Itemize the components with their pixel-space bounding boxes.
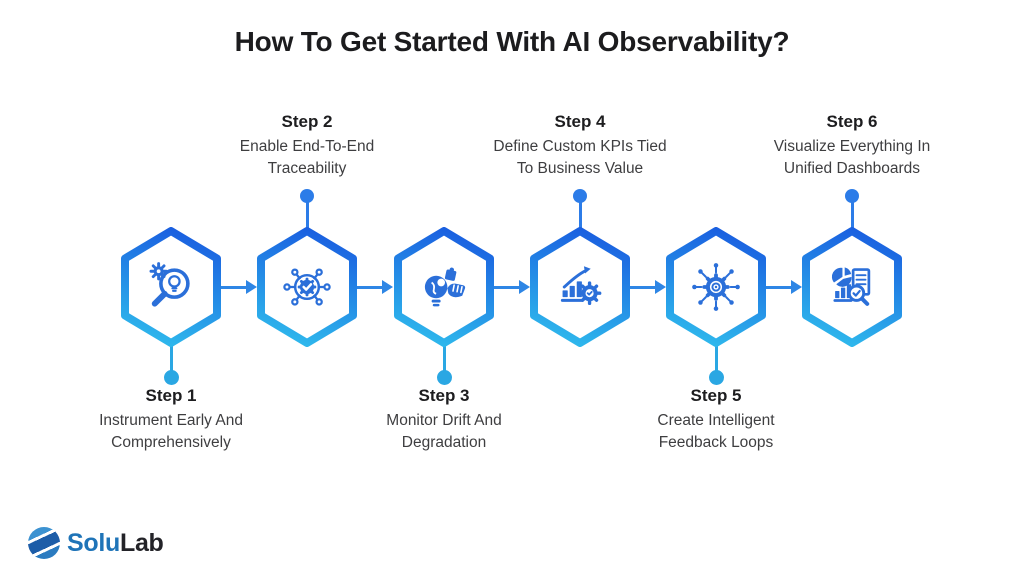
step-2-connector-dot	[300, 189, 314, 203]
step-3-desc-line2: Degradation	[401, 434, 487, 451]
arrow-step5-step6-icon	[766, 280, 802, 294]
step-1-connector-line	[169, 344, 173, 372]
arrow-step3-step4-icon	[494, 280, 530, 294]
step-3-name: Step 3	[418, 386, 470, 405]
magnifier-bulb-gear-icon	[144, 260, 198, 314]
bulb-puzzle-hand-icon	[417, 260, 471, 314]
step-5-connector-line	[714, 344, 718, 372]
step-1-hexagon	[120, 227, 222, 347]
step-2-connector-line	[305, 202, 309, 230]
step-6-desc: Visualize Everything In Unified Dashboar…	[737, 136, 967, 180]
step-5-desc: Create Intelligent Feedback Loops	[601, 410, 831, 454]
arrow-step2-step3-icon	[357, 280, 393, 294]
ai-gear-network-icon	[689, 260, 743, 314]
step-1-connector-dot	[163, 370, 179, 385]
step-1-name: Step 1	[145, 386, 197, 405]
step-3-label: Step 3 Monitor Drift And Degradation	[329, 386, 559, 454]
step-5-connector-dot	[708, 370, 724, 385]
step-3-connector-dot	[436, 370, 452, 385]
step-5-name: Step 5	[690, 386, 742, 405]
logo-text: SoluLab	[67, 529, 164, 558]
step-6-connector-dot	[845, 189, 859, 203]
step-2-desc-line1: Enable End-To-End	[239, 138, 375, 155]
step-2-label: Step 2 Enable End-To-End Traceability	[192, 112, 422, 180]
step-6-label: Step 6 Visualize Everything In Unified D…	[737, 112, 967, 180]
step-5-hexagon	[665, 227, 767, 347]
step-2-hexagon	[256, 227, 358, 347]
step-5-label: Step 5 Create Intelligent Feedback Loops	[601, 386, 831, 454]
step-6-desc-line2: Unified Dashboards	[783, 160, 921, 177]
step-1-desc-line2: Comprehensively	[111, 434, 231, 451]
arrow-step1-step2-icon	[221, 280, 257, 294]
arrow-step4-step5-icon	[630, 280, 666, 294]
verified-gear-network-icon	[280, 260, 334, 314]
step-4-desc: Define Custom KPIs Tied To Business Valu…	[465, 136, 695, 180]
step-4-connector-line	[578, 202, 582, 230]
step-3-desc-line1: Monitor Drift And	[386, 412, 502, 429]
striped-sphere-logo-icon	[28, 527, 60, 559]
step-6-connector-line	[850, 202, 854, 230]
step-4-name: Step 4	[554, 112, 606, 131]
step-1-desc: Instrument Early And Comprehensively	[56, 410, 286, 454]
growth-chart-gear-icon	[553, 260, 607, 314]
step-3-desc: Monitor Drift And Degradation	[329, 410, 559, 454]
step-5-desc-line1: Create Intelligent	[657, 412, 775, 429]
step-4-connector-dot	[573, 189, 587, 203]
step-3-hexagon	[393, 227, 495, 347]
step-6-hexagon	[801, 227, 903, 347]
logo-text-secondary: Lab	[119, 528, 164, 557]
step-6-desc-line1: Visualize Everything In	[773, 138, 931, 155]
step-4-desc-line2: To Business Value	[516, 160, 644, 177]
step-3-connector-line	[442, 344, 446, 372]
step-2-desc: Enable End-To-End Traceability	[192, 136, 422, 180]
step-2-desc-line2: Traceability	[267, 160, 347, 177]
step-1-label: Step 1 Instrument Early And Comprehensiv…	[56, 386, 286, 454]
step-6-name: Step 6	[826, 112, 878, 131]
solulab-logo: SoluLab	[28, 527, 164, 559]
logo-text-primary: Solu	[67, 528, 120, 557]
page-title: How To Get Started With AI Observability…	[234, 26, 790, 57]
step-4-label: Step 4 Define Custom KPIs Tied To Busine…	[465, 112, 695, 180]
step-4-desc-line1: Define Custom KPIs Tied	[493, 138, 667, 155]
step-1-desc-line1: Instrument Early And	[99, 412, 243, 429]
step-5-desc-line2: Feedback Loops	[658, 434, 774, 451]
dashboard-report-icon	[825, 260, 879, 314]
step-4-hexagon	[529, 227, 631, 347]
step-2-name: Step 2	[281, 112, 333, 131]
